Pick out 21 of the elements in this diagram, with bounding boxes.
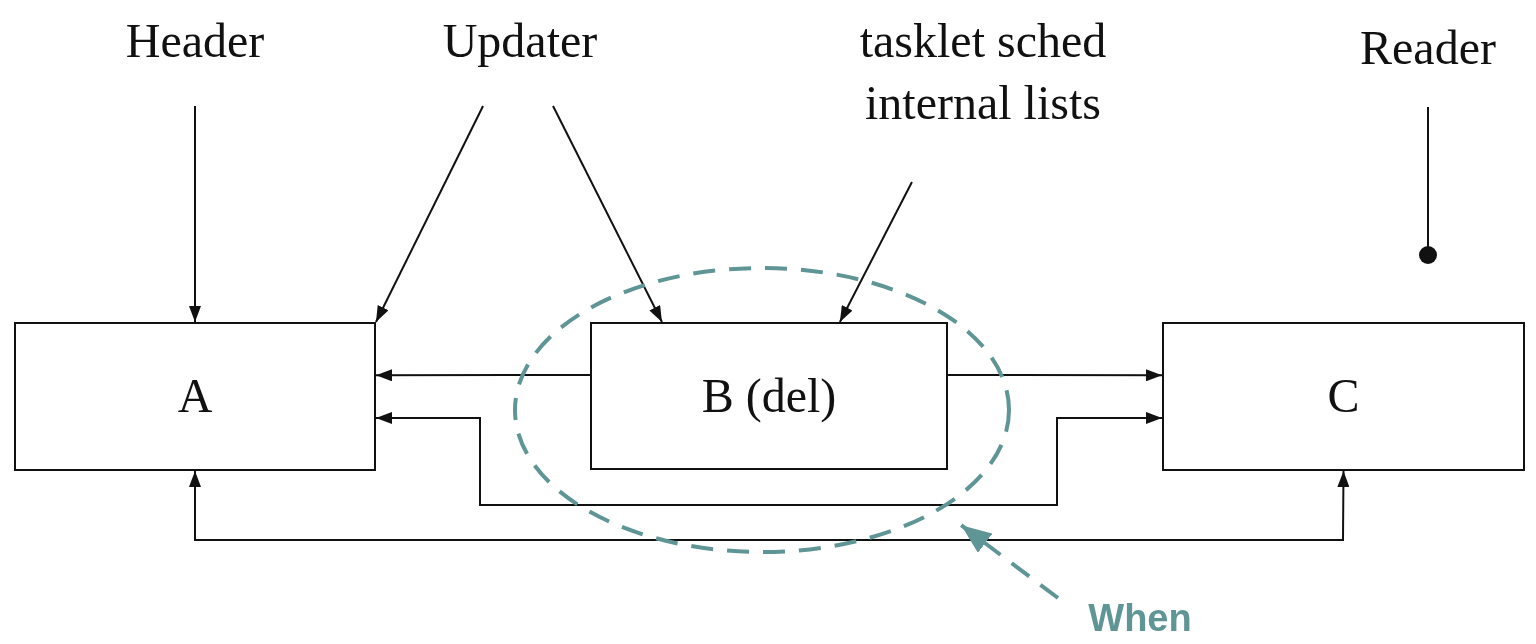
pin-line [1419,106,1437,264]
process-box [1162,322,1525,471]
process-box [590,322,948,470]
process-box [14,322,376,471]
arrow [375,105,485,323]
box-label: A [177,368,213,425]
text-label: Updater [442,13,598,69]
arrow [375,369,591,382]
annotation-text: When [1088,598,1192,640]
arrow [189,105,201,323]
text-label: tasklet sched internal lists [858,13,1108,132]
arrow [189,470,1350,541]
arrow [375,411,1163,506]
arrow [947,369,1163,382]
text-label: Header [125,13,265,69]
arrow [552,105,663,323]
box-label: B (del) [701,367,837,424]
arrow [960,523,1060,600]
box-label: C [1327,368,1360,425]
text-label: Reader [1360,20,1496,76]
arrow [838,181,913,323]
